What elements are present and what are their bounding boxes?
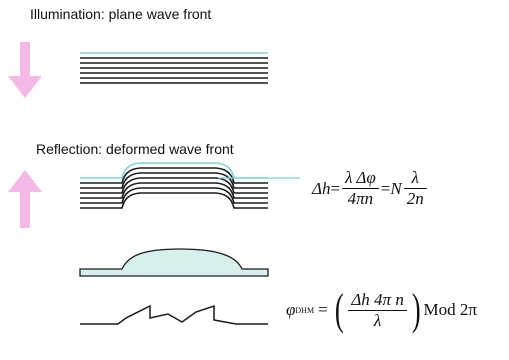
eq1-fraction-2: λ 2n bbox=[403, 168, 427, 209]
right-paren-icon: ) bbox=[411, 285, 421, 334]
eq2-fraction: Δh 4π n λ bbox=[348, 290, 407, 331]
phase-equation: φ DHM = ( Δh 4π n λ ) Mod 2π bbox=[286, 288, 477, 332]
eq1-equals: = bbox=[330, 178, 341, 198]
plane-wavefront bbox=[80, 52, 268, 84]
surface-profile bbox=[79, 248, 269, 277]
eq2-denominator: λ bbox=[373, 310, 382, 330]
eq2-phi: φ bbox=[286, 300, 296, 319]
reflection-label: Reflection: deformed wave front bbox=[36, 141, 234, 157]
eq2-numerator: Δh 4π n bbox=[348, 290, 407, 311]
illumination-label: Illumination: plane wave front bbox=[30, 6, 212, 22]
eq2-equals: = bbox=[318, 300, 328, 319]
eq1-equals-2: = bbox=[380, 178, 391, 198]
up-arrow-icon bbox=[8, 170, 42, 228]
eq1-frac2-denominator: 2n bbox=[406, 189, 424, 208]
left-paren-icon: ( bbox=[334, 285, 344, 334]
eq1-fraction-1: λ Δφ 4πn bbox=[342, 168, 379, 209]
height-equation: Δh = λ Δφ 4πn = N λ 2n bbox=[312, 168, 429, 209]
eq1-frac1-numerator: λ Δφ bbox=[342, 168, 379, 189]
deformed-wavefront bbox=[80, 162, 300, 209]
eq2-subscript: DHM bbox=[295, 305, 315, 315]
eq1-frac2-numerator: λ bbox=[403, 168, 427, 189]
wrapped-phase-profile bbox=[80, 304, 268, 325]
eq1-frac1-denominator: 4πn bbox=[347, 189, 374, 208]
down-arrow-icon bbox=[8, 42, 42, 98]
eq2-mod: Mod 2π bbox=[423, 300, 477, 319]
eq1-lhs: Δh bbox=[312, 178, 331, 198]
eq1-multiplier: N bbox=[390, 178, 402, 198]
